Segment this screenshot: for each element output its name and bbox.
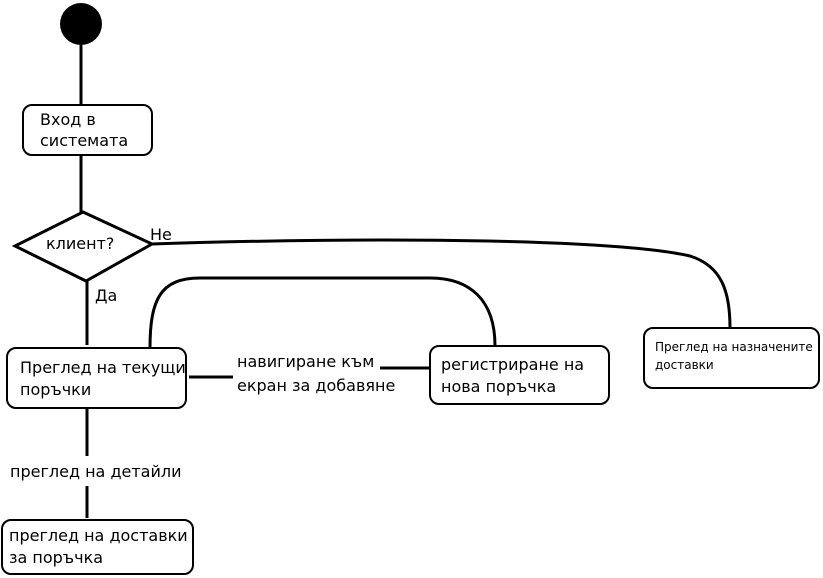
current-orders-line1: Преглед на текущи: [20, 358, 186, 377]
current-orders-line2: поръчки: [20, 380, 92, 399]
current-orders-node: Преглед на текущи поръчки: [6, 347, 187, 409]
decision-label: клиент?: [46, 234, 115, 253]
register-order-line1: регистриране на: [441, 355, 585, 374]
navigate-label-line2: екран за добавяне: [237, 376, 396, 395]
register-order-line2: нова поръчка: [441, 377, 557, 396]
register-order-node: регистриране на нова поръчка: [429, 345, 610, 405]
login-line1: Вход в: [40, 110, 96, 129]
navigate-label-line1: навигиране към: [237, 352, 375, 371]
assigned-deliveries-line2: доставки: [655, 358, 714, 372]
order-deliveries-node: преглед на доставки за поръчка: [1, 519, 194, 575]
edge-no-label: Не: [150, 225, 172, 244]
edge-no: [151, 238, 732, 329]
edge-curve-top: [148, 276, 497, 349]
edge-yes-label: Да: [95, 286, 118, 305]
login-line2: системата: [40, 131, 129, 150]
view-details-label: преглед на детайли: [10, 462, 182, 481]
start-node: [60, 3, 102, 45]
assigned-deliveries-line1: Преглед на назначените: [655, 340, 813, 354]
assigned-deliveries-node: Преглед на назначените доставки: [643, 327, 820, 389]
login-node: Вход в системата: [22, 104, 153, 156]
order-deliveries-line1: преглед на доставки: [9, 526, 188, 545]
order-deliveries-line2: за поръчка: [9, 548, 104, 567]
